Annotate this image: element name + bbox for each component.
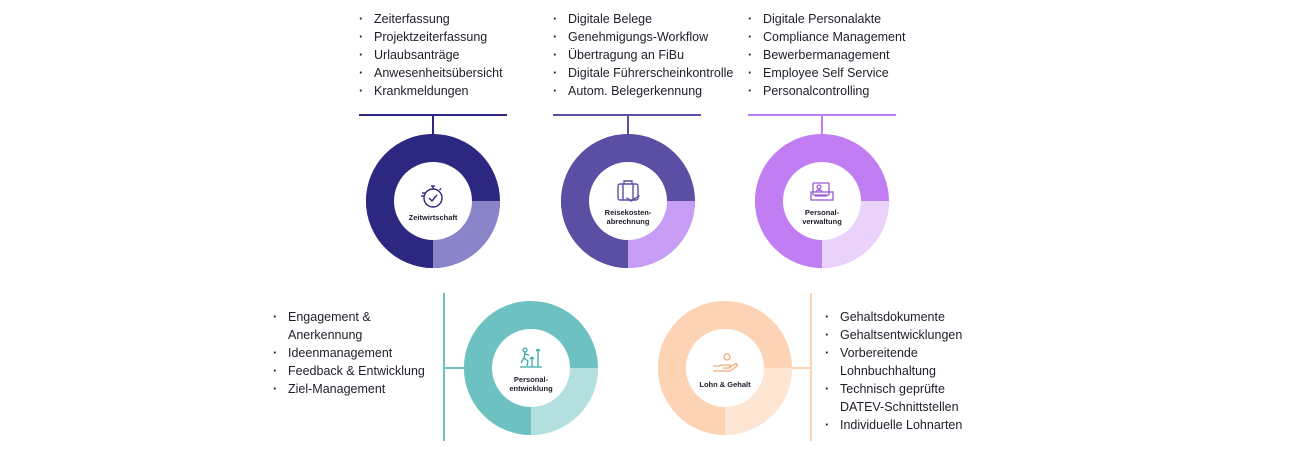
connector-horizontal-personalentwicklung [443,367,464,369]
list-item: Zeiterfassung [359,10,503,28]
list-item: Autom. Belegerkennung [553,82,733,100]
list-item: Genehmigungs-Workflow [553,28,733,46]
list-item: Digitale Führerscheinkontrolle [553,64,733,82]
module-label: Reisekosten- abrechnung [605,208,652,226]
module-label-line: entwicklung [509,384,553,393]
list-item: Feedback & Entwicklung [273,362,425,380]
list-item: Employee Self Service [748,64,905,82]
donut-center: Reisekosten- abrechnung [589,162,667,240]
id-card-icon [810,182,834,201]
connector-vertical-zeitwirtschaft [432,114,434,134]
list-item: Technisch geprüfte [825,380,962,398]
module-label-line: Lohn & Gehalt [699,379,751,389]
list-item: Personalcontrolling [748,82,905,100]
climbing-person-icon [520,347,542,368]
donut-center: Personal- entwicklung [492,329,570,407]
donut-center: Lohn & Gehalt [686,329,764,407]
list-item-continuation: Anerkennung [288,328,363,342]
list-item: Individuelle Lohnarten [825,416,962,434]
list-item: Ziel-Management [273,380,425,398]
lohn-donut: Lohn & Gehalt [658,301,792,435]
list-item: Übertragung an FiBu [553,46,733,64]
list-item: Anwesenheitsübersicht [359,64,503,82]
module-label-line: Personal- [804,208,840,217]
reisekosten-donut: Reisekosten- abrechnung [561,134,695,268]
list-item: Compliance Management [748,28,905,46]
module-label-line: Reisekosten- [604,208,652,217]
module-label-line: Zeitwirtschaft [408,212,458,222]
personalentwicklung-donut: Personal- entwicklung [464,301,598,435]
list-item: Urlaubsanträge [359,46,503,64]
list-item: Digitale Belege [553,10,733,28]
connector-horizontal-lohn [792,367,811,369]
module-label: Zeitwirtschaft [409,213,458,222]
list-item-continuation: Lohnbuchhaltung [840,364,936,378]
donut-center: Zeitwirtschaft [394,162,472,240]
list-item: Engagement & [273,308,425,326]
lohn-feature-list: Gehaltsdokumente Gehaltsentwicklungen Vo… [825,308,962,434]
list-item: Gehaltsdokumente [825,308,962,326]
zeitwirtschaft-donut: Zeitwirtschaft [366,134,500,268]
module-label: Lohn & Gehalt [699,380,750,389]
connector-vertical-personalverwaltung [821,114,823,134]
list-item: Krankmeldungen [359,82,503,100]
list-item: Gehaltsentwicklungen [825,326,962,344]
hand-coin-icon [713,352,738,372]
module-label-line: abrechnung [606,217,650,226]
module-label-line: verwaltung [802,217,842,226]
personalverwaltung-donut: Personal- verwaltung [755,134,889,268]
personalverwaltung-feature-list: Digitale Personalakte Compliance Managem… [748,10,905,100]
module-label: Personal- verwaltung [802,208,842,226]
connector-vertical-lohn [810,293,812,441]
stopwatch-icon [421,184,443,208]
list-item: Vorbereitende [825,344,962,362]
list-item: Bewerbermanagement [748,46,905,64]
reisekosten-feature-list: Digitale Belege Genehmigungs-Workflow Üb… [553,10,733,100]
suitcase-icon [617,180,640,202]
list-item-continuation: DATEV-Schnittstellen [840,400,959,414]
personalentwicklung-feature-list: Engagement & Anerkennung Ideenmanagement… [273,308,425,398]
connector-vertical-reisekosten [627,114,629,134]
list-item: Ideenmanagement [273,344,425,362]
module-label-line: Personal- [513,375,549,384]
module-label: Personal- entwicklung [509,375,552,393]
list-item: Projektzeiterfassung [359,28,503,46]
zeitwirtschaft-feature-list: Zeiterfassung Projektzeiterfassung Urlau… [359,10,503,100]
list-item: Digitale Personalakte [748,10,905,28]
donut-center: Personal- verwaltung [783,162,861,240]
